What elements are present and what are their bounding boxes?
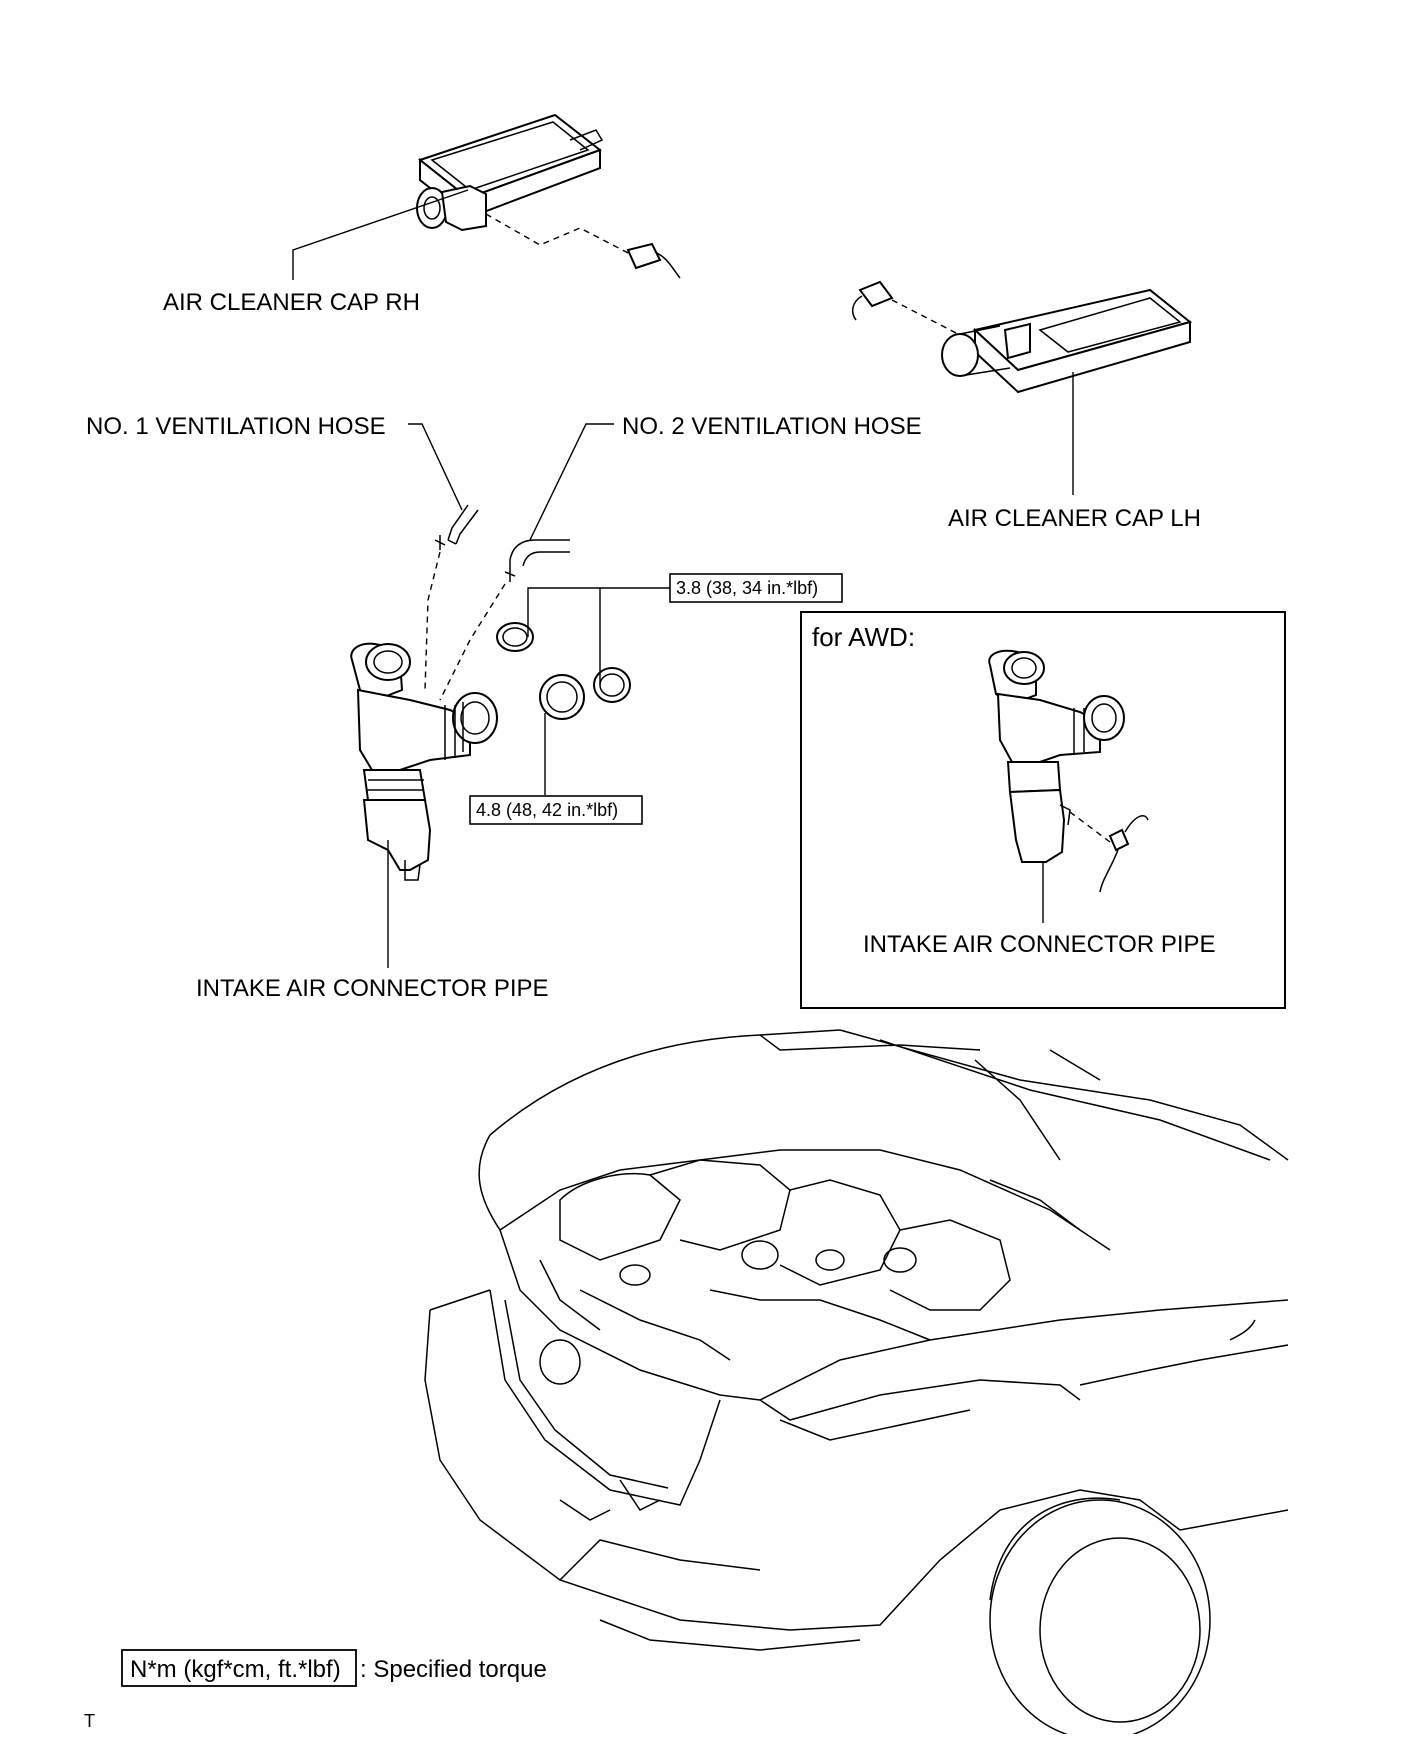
legend-box-text: N*m (kgf*cm, ft.*lbf) <box>130 1656 341 1683</box>
torque-value-lower: 4.8 (48, 42 in.*lbf) <box>476 800 618 820</box>
awd-sensor-connector-drawing <box>1099 815 1149 893</box>
label-no2-ventilation-hose: NO. 2 VENTILATION HOSE <box>622 413 922 440</box>
label-air-cleaner-cap-rh: AIR CLEANER CAP RH <box>163 289 420 316</box>
awd-box-title: for AWD: <box>812 622 915 652</box>
label-intake-air-connector-pipe: INTAKE AIR CONNECTOR PIPE <box>196 975 549 1002</box>
torque-box-upper <box>669 573 843 603</box>
footer-mark: T <box>84 1711 95 1731</box>
hose-clamp-upper-left <box>496 622 534 652</box>
air-cleaner-lh-connector-drawing <box>851 280 894 321</box>
air-cleaner-cap-rh-drawing <box>416 113 604 232</box>
air-cleaner-cap-lh-drawing <box>941 288 1193 394</box>
legend-torque-box <box>121 1649 357 1687</box>
hose-clamp-lower <box>539 674 585 720</box>
torque-box-lower <box>469 795 643 825</box>
label-no1-ventilation-hose: NO. 1 VENTILATION HOSE <box>86 413 386 440</box>
air-cleaner-rh-connector-drawing <box>626 242 681 279</box>
hose-clamp-middle-right <box>593 667 631 703</box>
torque-value-upper: 3.8 (38, 34 in.*lbf) <box>676 578 818 598</box>
awd-label-intake-air-connector-pipe: INTAKE AIR CONNECTOR PIPE <box>863 931 1216 958</box>
label-air-cleaner-cap-lh: AIR CLEANER CAP LH <box>948 505 1201 532</box>
no1-ventilation-hose-drawing <box>434 504 479 550</box>
awd-intake-air-connector-pipe-drawing <box>988 649 1125 863</box>
awd-inset-box: for AWD: INTAKE AIR CONNECTOR PIPE <box>800 611 1286 1009</box>
legend-description: : Specified torque <box>360 1656 547 1683</box>
intake-air-connector-pipe-drawing <box>350 642 498 881</box>
vehicle-front-illustration <box>424 1029 1289 1739</box>
no2-ventilation-hose-drawing <box>504 539 570 582</box>
